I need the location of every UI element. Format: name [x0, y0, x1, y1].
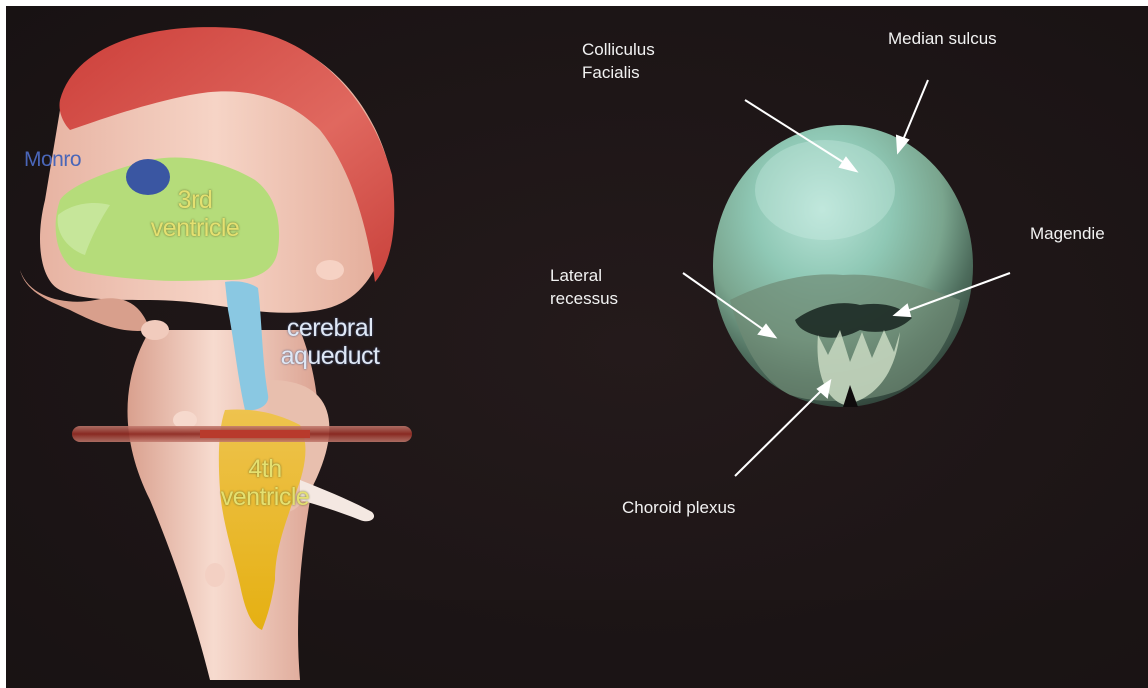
label-fourth-ventricle: 4th ventricle	[190, 455, 340, 511]
label-magendie: Magendie	[1030, 222, 1105, 245]
label-colliculus-line2: Facialis	[582, 61, 655, 84]
label-choroid-plexus: Choroid plexus	[622, 496, 735, 519]
label-lateral-line2: recessus	[550, 287, 618, 310]
label-third-ventricle-line1: 3rd	[120, 186, 270, 214]
label-cerebral-aqueduct: cerebral aqueduct	[250, 314, 410, 370]
label-aqueduct-line2: aqueduct	[250, 342, 410, 370]
label-lateral-recessus: Lateral recessus	[550, 264, 618, 310]
label-monro: Monro	[24, 146, 81, 174]
label-median-sulcus: Median sulcus	[888, 27, 997, 50]
label-aqueduct-line1: cerebral	[250, 314, 410, 342]
label-colliculus-line1: Colliculus	[582, 38, 655, 61]
label-fourth-ventricle-line2: ventricle	[190, 483, 340, 511]
label-third-ventricle: 3rd ventricle	[120, 186, 270, 242]
label-colliculus-facialis: Colliculus Facialis	[582, 38, 655, 84]
label-lateral-line1: Lateral	[550, 264, 618, 287]
label-fourth-ventricle-line1: 4th	[190, 455, 340, 483]
label-third-ventricle-line2: ventricle	[120, 214, 270, 242]
